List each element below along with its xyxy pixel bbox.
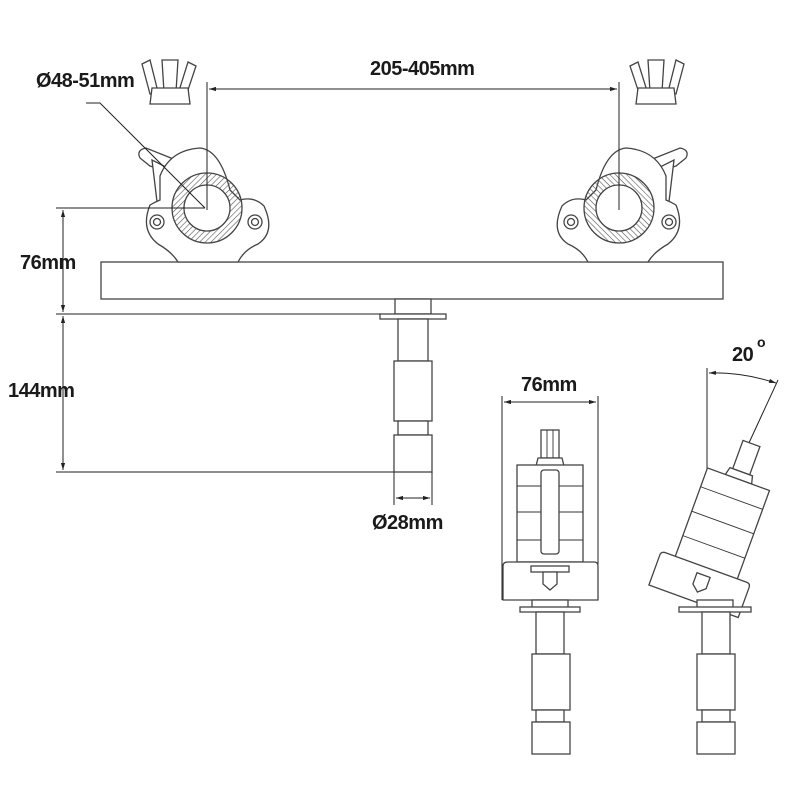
tube-diameter-label: Ø48-51mm bbox=[36, 70, 135, 92]
side-view-tilted bbox=[648, 368, 779, 755]
clamp-spacing-label: 205-405mm bbox=[370, 58, 475, 80]
spigot-diameter-label: Ø28mm bbox=[372, 512, 443, 534]
tilt-angle-label: 20 bbox=[732, 344, 754, 366]
front-view bbox=[56, 59, 724, 505]
crossbar bbox=[100, 261, 724, 300]
spigot-length-label: 144mm bbox=[8, 380, 75, 402]
spigot bbox=[379, 298, 447, 473]
left-half-coupler bbox=[138, 59, 270, 263]
side-view bbox=[501, 396, 599, 755]
side-width-label: 76mm bbox=[521, 374, 577, 396]
dimension-lines bbox=[56, 82, 620, 505]
right-half-coupler bbox=[556, 59, 688, 263]
degree-symbol: o bbox=[757, 334, 766, 350]
clamp-height-label: 76mm bbox=[20, 252, 76, 274]
